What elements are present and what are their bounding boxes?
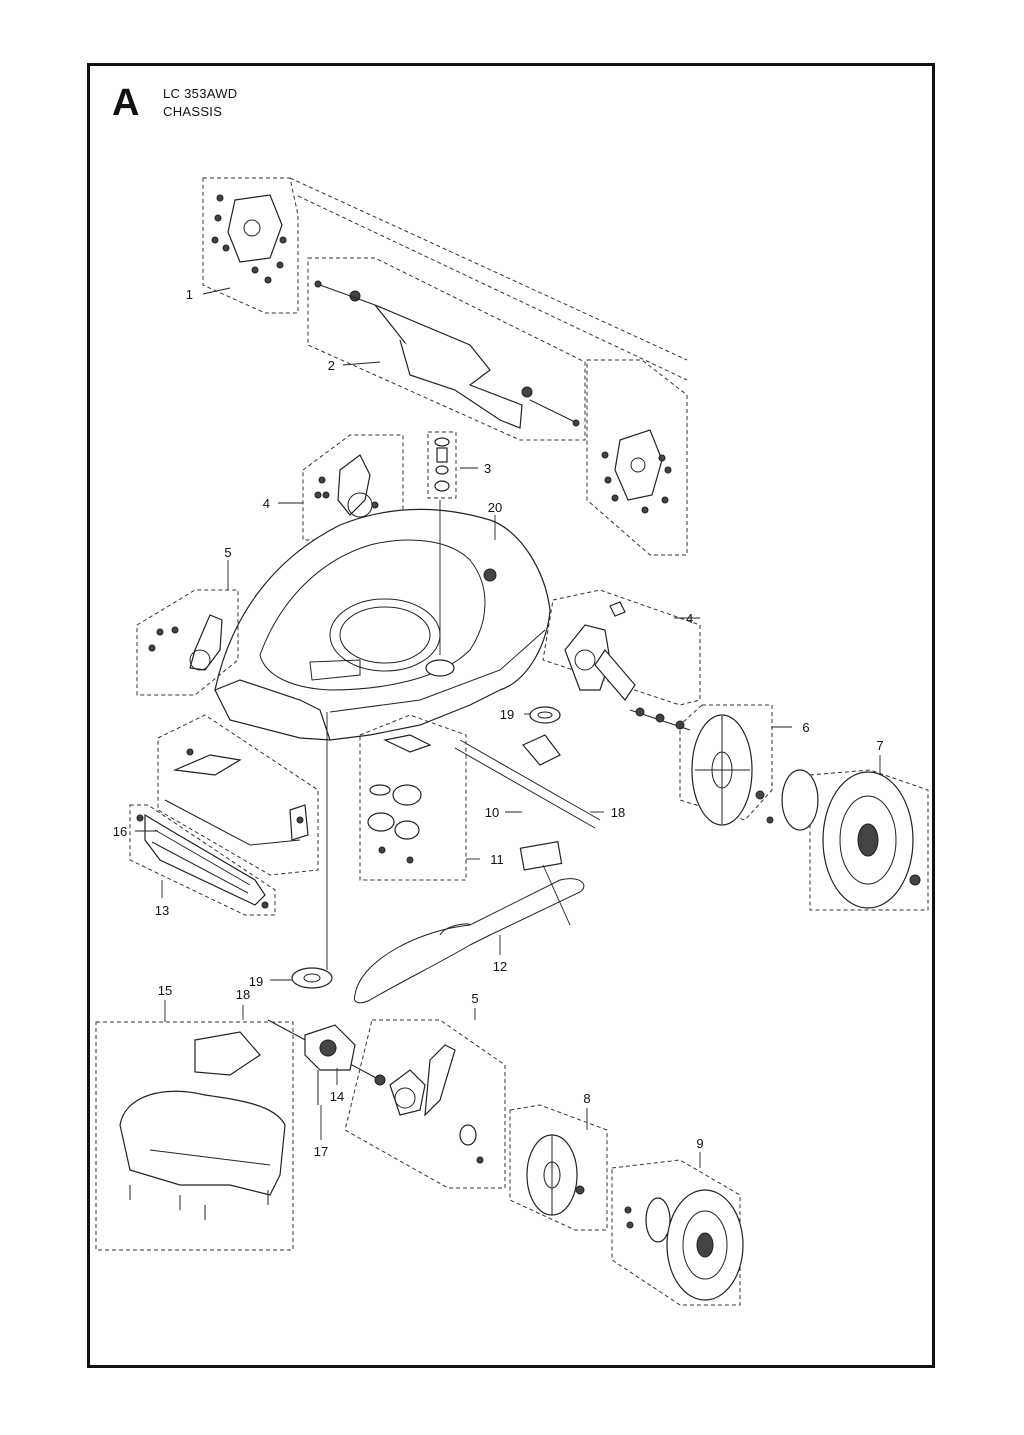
group-box-3 — [427, 431, 457, 499]
callout-7: 7 — [876, 738, 883, 753]
lower-pulley — [291, 967, 333, 989]
upper-pulley-assembly — [454, 706, 601, 926]
callout-12: 12 — [493, 959, 507, 974]
callout-17: 17 — [314, 1144, 328, 1159]
model-name: LC 353AWD — [163, 86, 238, 101]
group-box-2 — [307, 257, 586, 441]
group-box-13 — [129, 804, 276, 916]
handle-tube — [314, 280, 580, 429]
group-box-1-right — [586, 359, 688, 556]
front-wheel — [624, 1189, 744, 1301]
callout-13: 13 — [155, 903, 169, 918]
front-bumper-bar — [164, 748, 309, 846]
height-adjuster-5 — [148, 614, 223, 671]
group-box-16 — [157, 714, 319, 876]
height-adjuster-right — [564, 601, 691, 731]
axle-bearings — [367, 734, 432, 864]
callout-19-top: 19 — [500, 707, 514, 722]
callout-1: 1 — [186, 287, 193, 302]
gearbox-assembly — [267, 1019, 386, 1105]
rear-wheel-hub — [691, 714, 774, 826]
knob-stack — [434, 437, 450, 492]
group-box-4-left — [302, 434, 404, 541]
height-adjuster-left — [314, 454, 379, 518]
diagram-title: CHASSIS — [163, 104, 223, 119]
callout-20: 20 — [488, 500, 502, 515]
drive-belt — [353, 878, 585, 1004]
group-box-6 — [679, 704, 773, 821]
callout-19-bottom: 19 — [249, 974, 263, 989]
group-box-11 — [359, 714, 467, 881]
mower-deck — [214, 508, 551, 741]
callout-16: 16 — [113, 824, 127, 839]
front-wheel-hub — [526, 1134, 585, 1216]
section-letter: A — [112, 82, 140, 124]
callout-6: 6 — [802, 720, 809, 735]
group-box-7 — [809, 769, 929, 911]
callout-2: 2 — [328, 358, 335, 373]
handle-bracket-left — [211, 194, 287, 284]
diagram-frame — [87, 63, 935, 1368]
height-adjuster-front — [389, 1044, 484, 1164]
group-box-8 — [509, 1104, 608, 1231]
engine-cover — [119, 1031, 286, 1220]
group-box-15 — [95, 1021, 294, 1251]
drive-belt-loop — [439, 923, 471, 936]
callout-15: 15 — [158, 983, 172, 998]
callout-5-bottom: 5 — [471, 991, 478, 1006]
callout-14: 14 — [330, 1089, 344, 1104]
callout-4-left: 4 — [263, 496, 270, 511]
callout-10: 10 — [485, 805, 499, 820]
callout-18-bottom: 18 — [236, 987, 250, 1002]
group-box-9 — [611, 1159, 741, 1306]
group-box-5-top — [136, 589, 239, 696]
callout-4-right: 4 — [686, 611, 693, 626]
group-box-4-right — [542, 589, 701, 706]
callout-9: 9 — [696, 1136, 703, 1151]
front-grille — [136, 813, 269, 909]
callout-18-top: 18 — [611, 805, 625, 820]
rear-wheel — [781, 769, 921, 909]
callout-3: 3 — [484, 461, 491, 476]
callout-11: 11 — [490, 852, 504, 867]
handle-bracket-right — [601, 429, 672, 514]
callout-8: 8 — [583, 1091, 590, 1106]
callout-5-top: 5 — [224, 545, 231, 560]
